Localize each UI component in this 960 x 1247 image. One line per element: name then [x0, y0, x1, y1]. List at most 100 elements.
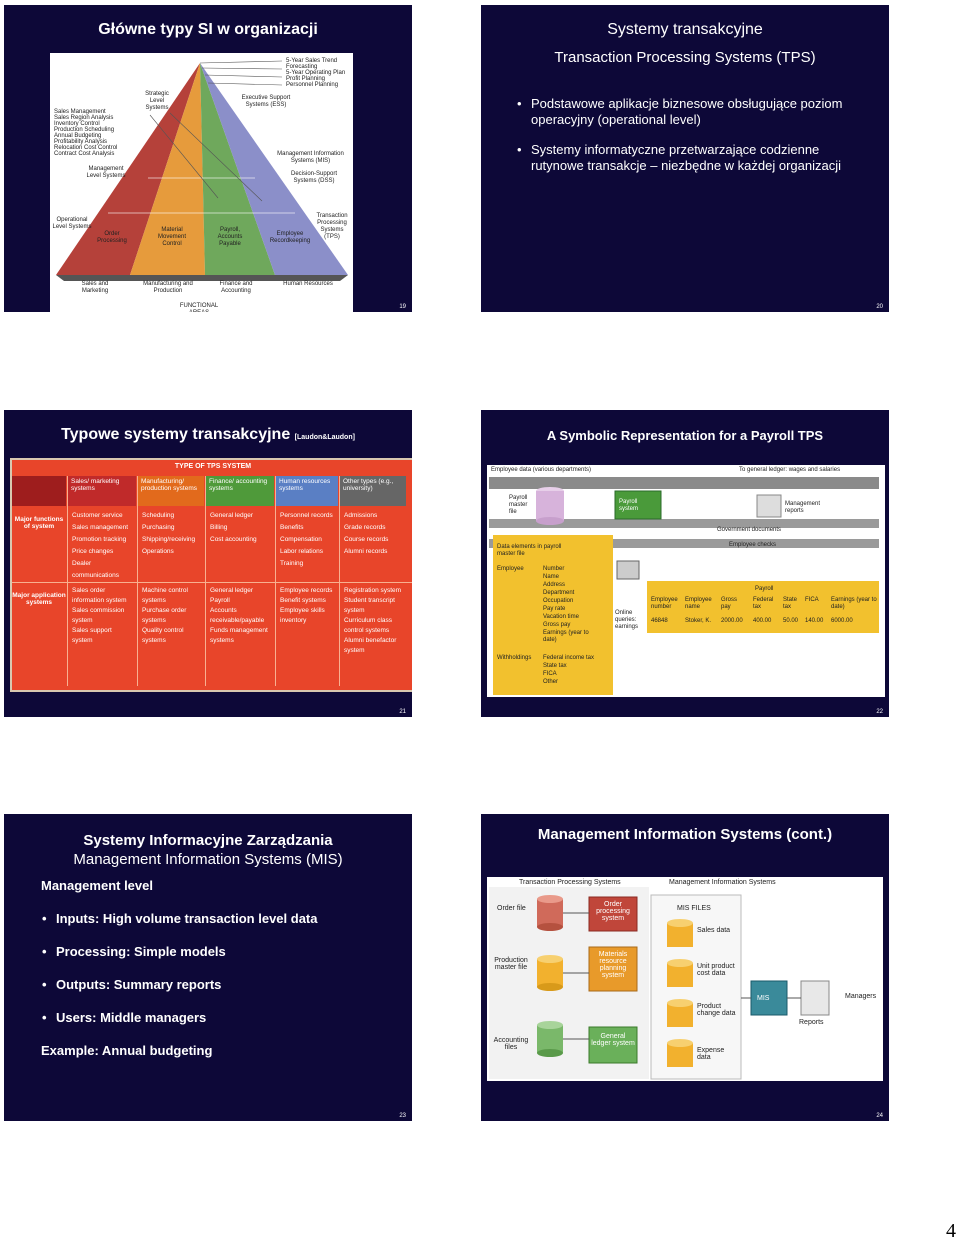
bullet-list: Podstawowe aplikacje biznesowe obsługują…	[481, 96, 889, 174]
functional-area: Manufacturing and Production	[143, 281, 193, 294]
record-header: Earnings (year to date)	[831, 597, 877, 610]
mis-shapes	[489, 887, 830, 1080]
pyramid-red-face	[56, 63, 200, 275]
bullet-item: Podstawowe aplikacje biznesowe obsługują…	[517, 96, 849, 128]
slide-21: Typowe systemy transakcyjne [Laudon&Laud…	[4, 410, 412, 717]
slide-number: 24	[876, 1113, 883, 1119]
top-label: 5-Year Operating Plan	[286, 70, 346, 76]
slide-title: Systemy transakcyjne	[607, 21, 763, 38]
slide-title: A Symbolic Representation for a Payroll …	[546, 428, 824, 443]
employee-label: Employee	[497, 566, 524, 572]
bullet-item: Systemy informatyczne przetwarzające cod…	[517, 142, 849, 174]
field: Federal income tax	[543, 655, 595, 661]
pyramid-figure: 5-Year Sales Trend Forecasting 5-Year Op…	[50, 53, 353, 312]
slide-number: 20	[876, 304, 883, 310]
field: Department	[543, 590, 575, 596]
to-ledger-label: To general ledger: wages and salaries	[739, 467, 841, 473]
field: Other	[543, 679, 559, 685]
top-label: 5-Year Sales Trend	[286, 58, 338, 64]
record-value: 140.00	[805, 618, 824, 624]
record-value: 400.00	[753, 618, 772, 624]
managers-label: Managers	[845, 993, 877, 1000]
tps-label: Transaction Processing Systems	[519, 879, 621, 886]
record-value: 46848	[651, 618, 668, 624]
mis-box-label: MIS	[757, 995, 770, 1002]
slide-title: Typowe systemy transakcyjne	[61, 426, 291, 443]
row-label: Major functions of system	[14, 516, 64, 530]
table-cell: Scheduling Purchasing Shipping/receiving…	[142, 512, 196, 555]
field: Name	[543, 574, 560, 580]
bullet-item: Outputs: Summary reports	[42, 977, 412, 993]
column-divider	[137, 476, 138, 686]
top-label: Personnel Planning	[286, 82, 339, 88]
page-number: 4	[946, 1220, 956, 1242]
table-cell: Registration system Student transcript s…	[344, 587, 402, 654]
mgmt-reports-label: Management reports	[785, 501, 821, 514]
field: State tax	[543, 663, 567, 669]
data-elements-label: Data elements in payroll master file	[497, 544, 562, 557]
payroll-arrows	[489, 477, 879, 695]
example-text: Example: Annual budgeting	[41, 1043, 213, 1058]
record-header: Federal tax	[753, 597, 774, 610]
top-label: Forecasting	[286, 64, 318, 70]
tps-label: Transaction Processing Systems (TPS)	[316, 213, 348, 240]
checks-arrow-bar	[489, 539, 879, 548]
payroll-record-box	[647, 581, 879, 633]
left-list-item: Production Scheduling	[54, 127, 115, 133]
functional-area: Human Resources	[283, 281, 333, 287]
mis-file: Product change data	[697, 1003, 736, 1017]
record-header: Gross pay	[721, 597, 738, 610]
slide-24: Management Information Systems (cont.)	[481, 814, 889, 1121]
field: Vacation time	[543, 614, 579, 620]
file-label: Accounting files	[493, 1037, 529, 1051]
field: Pay rate	[543, 606, 566, 612]
slide-title-row: Typowe systemy transakcyjne [Laudon&Laud…	[4, 426, 412, 444]
table-cell: Employee records Benefit systems Employe…	[280, 587, 333, 624]
column-header: Finance/ accounting systems	[206, 476, 274, 506]
column-divider	[67, 476, 68, 686]
functional-areas-label: FUNCTIONAL AREAS	[179, 303, 219, 312]
operational-label: Operational Level Systems	[52, 217, 92, 230]
pyramid-base	[56, 275, 348, 281]
table-cell: General ledger Payroll Accounts receivab…	[210, 587, 268, 644]
field: Earnings (year to date)	[543, 630, 589, 643]
mis-files-title: MIS FILES	[677, 905, 711, 912]
slide-number: 23	[399, 1113, 406, 1119]
payroll-system-label: Payroll system	[619, 499, 639, 512]
column-header: Sales/ marketing systems	[68, 476, 136, 506]
mis-label: Management Information Systems (MIS)	[277, 151, 344, 164]
row-divider	[12, 582, 412, 583]
left-list-item: Inventory Control	[54, 121, 100, 127]
mis-diagram: Transaction Processing Systems Managemen…	[487, 877, 883, 1081]
tps-table: TYPE OF TPS SYSTEM Sales/ marketing syst…	[10, 458, 412, 692]
left-list-item: Profitability Analysis	[54, 139, 108, 145]
column-header: Other types (e.g., university)	[340, 476, 406, 506]
bullet-list: Inputs: High volume transaction level da…	[4, 911, 412, 1026]
mis-file: Expense data	[697, 1047, 725, 1061]
top-label: Profit Planning	[286, 76, 326, 82]
bottom-cell: Order Processing	[97, 231, 127, 244]
record-header: Employee name	[685, 597, 712, 610]
slide-subtitle: Management Information Systems (MIS)	[73, 851, 343, 868]
functional-area: Sales and Marketing	[81, 281, 109, 294]
slide-22: A Symbolic Representation for a Payroll …	[481, 410, 889, 717]
slide-subtitle: Transaction Processing Systems (TPS)	[554, 49, 816, 66]
slide-23: Systemy Informacyjne Zarządzania Managem…	[4, 814, 412, 1121]
record-value: 50.00	[783, 618, 799, 624]
column-header: Human resources systems	[276, 476, 338, 506]
record-header: FICA	[805, 597, 819, 603]
data-elements-box	[493, 535, 613, 695]
citation: [Laudon&Laudon]	[294, 434, 355, 441]
pyramid-diagram	[56, 60, 348, 281]
withholdings-label: Withholdings	[497, 655, 532, 661]
db-green	[537, 1021, 563, 1057]
checks-label: Employee checks	[729, 542, 777, 548]
pyramid-orange-face	[130, 63, 205, 275]
system-label: Materials resource planning system	[598, 951, 628, 979]
field: FICA	[543, 671, 557, 677]
db-red	[537, 895, 563, 931]
file-label: Order file	[497, 905, 526, 912]
field: Address	[543, 582, 566, 588]
management-level: Management level	[41, 878, 153, 893]
reports-label: Reports	[799, 1019, 824, 1026]
